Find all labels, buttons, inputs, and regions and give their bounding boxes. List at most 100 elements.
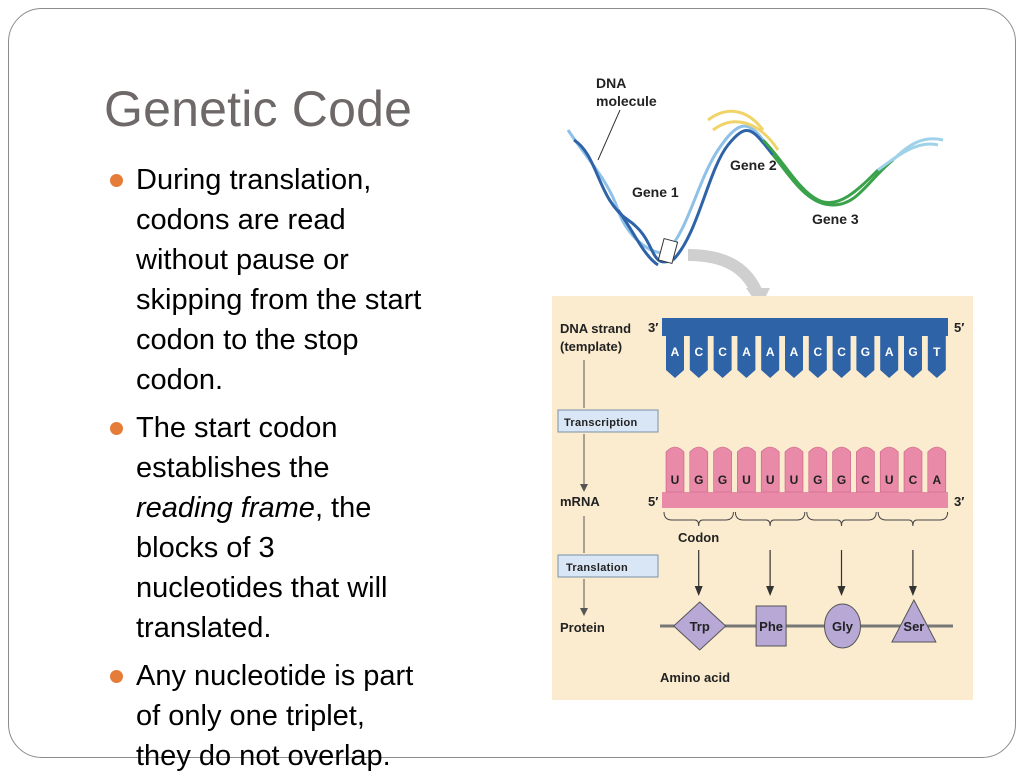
dna-strand-label: DNA strand (560, 321, 631, 336)
mrna-base-letter: U (671, 473, 680, 487)
bullet-line: nucleotides that will (136, 572, 388, 604)
bullet-dot-icon (110, 422, 123, 435)
bullet-line: they do not overlap. (136, 740, 391, 772)
amino-acid-label: Amino acid (660, 670, 730, 685)
codon-arrowhead-icon (766, 586, 775, 596)
dna-base (904, 336, 922, 378)
codon-arrows-group (694, 550, 917, 596)
mrna-base (665, 446, 685, 493)
dna-base-letter: C (718, 345, 727, 359)
mrna-base (737, 446, 756, 493)
mrna-five-prime: 5′ (648, 494, 658, 509)
gene1-label: Gene 1 (632, 184, 679, 200)
dna-base-letter: C (694, 345, 703, 359)
mrna-base (903, 446, 923, 493)
dna-base-letter: A (766, 345, 775, 359)
bullet-dot-icon (110, 670, 123, 683)
mrna-base-letter: A (932, 473, 941, 487)
bullet-line: establishes the (136, 452, 330, 484)
dna-base (927, 336, 946, 378)
mrna-base (689, 446, 709, 493)
mrna-base-letter: G (718, 473, 727, 487)
bullet-line: codon. (136, 364, 224, 396)
dna-base (713, 336, 732, 378)
dna-base (832, 336, 851, 378)
mrna-base (808, 446, 828, 493)
mrna-base-letter: U (790, 473, 799, 487)
mrna-base-letter: U (742, 473, 751, 487)
mrna-base-letter: G (837, 473, 846, 487)
dna-molecule-label: molecule (596, 93, 657, 109)
mrna-base (784, 446, 804, 493)
bullet-item: During translation, codons are read with… (110, 160, 510, 400)
bullet-dot-icon (110, 174, 123, 187)
bullet-line: During translation, (136, 164, 372, 196)
mrna-base-letter: C (861, 473, 870, 487)
dna-backbone (662, 318, 948, 336)
zoom-arrow-icon (687, 249, 764, 298)
bullet-line: without pause or (136, 244, 349, 276)
codon-braces-group (663, 511, 949, 527)
dna-base-letter: A (790, 345, 799, 359)
figure-svg: DNA molecule Gene 1 Gene 2 Gene 3 DNA st… (552, 75, 973, 700)
translation-label: Translation (566, 562, 628, 574)
bullet-line: The start codon (136, 412, 338, 444)
transcription-label: Transcription (564, 417, 638, 429)
mrna-base-letter: G (694, 473, 703, 487)
mrna-label: mRNA (560, 494, 600, 509)
amino-acid-name: Phe (759, 619, 783, 634)
dna-pointer-line (597, 109, 621, 161)
bullet-item: The start codon establishes the reading … (110, 408, 510, 648)
dna-base-letter: C (837, 345, 846, 359)
codon-arrowhead-icon (837, 586, 846, 596)
mrna-backbone (662, 492, 948, 508)
mrna-base-letter: U (766, 473, 775, 487)
amino-acid-shape (824, 603, 861, 649)
bullet-line: Any nucleotide is part (136, 660, 414, 692)
dna-molecule-label: DNA (596, 75, 626, 91)
amino-acid-name: Ser (903, 619, 924, 634)
translation-box (557, 554, 659, 578)
codon-brace (734, 511, 806, 527)
genetic-code-figure: DNA molecule Gene 1 Gene 2 Gene 3 DNA st… (548, 60, 973, 700)
dna-base-letter: G (861, 345, 870, 359)
dna-base (666, 336, 684, 378)
dna-helix-icon (566, 109, 944, 267)
flow-arrowhead-icon (580, 484, 588, 492)
bullet-line-rest: , the (314, 492, 372, 524)
mrna-base-letter: C (909, 473, 918, 487)
dna-base-letter: A (742, 345, 751, 359)
dna-base-letter: C (813, 345, 822, 359)
mrna-base (927, 446, 947, 493)
dna-base-letter: T (933, 345, 941, 359)
mrna-base-letter: U (885, 473, 894, 487)
flow-arrowhead-icon (580, 608, 588, 616)
dna-base-letter: G (908, 345, 917, 359)
dna-base (785, 336, 803, 378)
codon-brace (806, 511, 877, 527)
mrna-base (760, 446, 780, 493)
amino-acid-name: Gly (832, 619, 854, 634)
dna-base (880, 336, 899, 378)
italic-term: reading frame (136, 492, 315, 524)
mrna-three-prime: 3′ (954, 494, 964, 509)
bullet-line: codon to the stop (136, 324, 359, 356)
bullet-item: Any nucleotide is part of only one tripl… (110, 656, 510, 776)
dna-base-letter: A (671, 345, 680, 359)
protein-label: Protein (560, 620, 605, 635)
mrna-base (832, 446, 851, 493)
slide-title: Genetic Code (104, 81, 413, 137)
codon-brace (663, 511, 734, 527)
bullet-line: codons are read (136, 204, 346, 236)
bullet-line: blocks of 3 (136, 532, 275, 564)
dna-strand-label: (template) (560, 339, 622, 354)
dna-segment-box (657, 237, 679, 265)
amino-acid-shape (891, 598, 937, 643)
mrna-base (879, 446, 899, 493)
dna-base-letter: A (885, 345, 894, 359)
amino-acid-shape (672, 601, 727, 651)
dna-base (856, 336, 875, 378)
dna-base (761, 336, 780, 378)
